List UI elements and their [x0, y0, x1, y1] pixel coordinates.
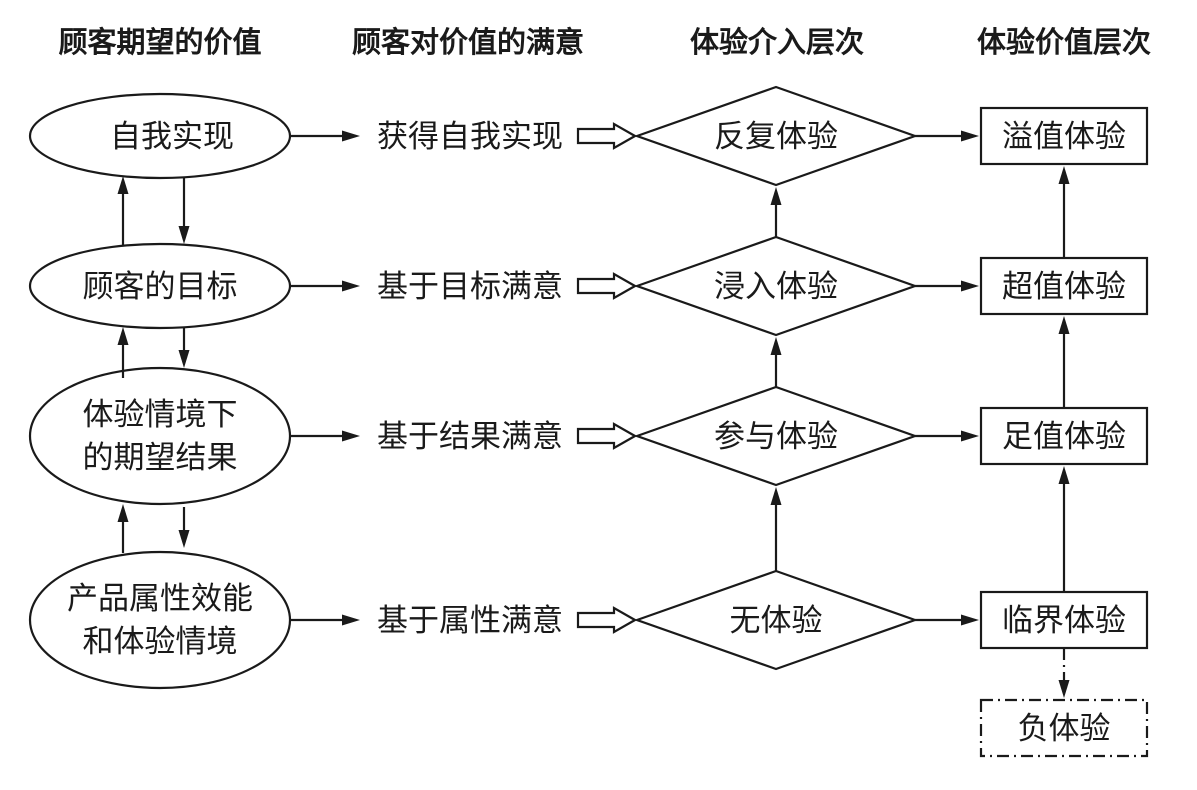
- ellipse-expected-results: [28, 366, 292, 506]
- header-experience-involvement: 体验介入层次: [690, 25, 864, 59]
- box-super-experience: [979, 256, 1149, 316]
- hollow-arrow-row4: [576, 606, 638, 634]
- label-expected-results-line1: 体验情境下: [83, 397, 238, 433]
- arrows-ellipse-2-3: [117, 327, 190, 378]
- arrow-critical-to-negative: [1058, 648, 1070, 698]
- box-critical-experience: [979, 590, 1149, 650]
- label-critical-experience: 临界体验: [1002, 603, 1126, 639]
- label-satisfaction-attribute-based: 基于属性满意: [377, 603, 563, 639]
- arrow-row4-to-value: [915, 614, 979, 626]
- box-overflow-experience: [979, 106, 1149, 166]
- label-expected-results-line2: 的期望结果: [83, 440, 238, 476]
- label-self-actualization: 自我实现: [110, 119, 234, 155]
- arrow-diamond-4-to-3: [770, 487, 782, 571]
- arrow-row3-to-value: [915, 430, 979, 442]
- box-negative-experience: [979, 698, 1149, 758]
- arrow-diamond-3-to-2: [770, 337, 782, 387]
- arrow-row3-to-satisfaction: [290, 430, 360, 442]
- hollow-arrow-row3: [576, 422, 638, 450]
- hollow-arrow-row2: [576, 272, 638, 300]
- label-overflow-experience: 溢值体验: [1002, 119, 1126, 155]
- arrow-row2-to-value: [915, 280, 979, 292]
- header-value-satisfaction: 顾客对价值的满意: [352, 25, 584, 59]
- arrow-row2-to-satisfaction: [290, 280, 360, 292]
- arrow-row4-to-satisfaction: [290, 614, 360, 626]
- arrows-ellipse-1-2: [117, 176, 190, 245]
- arrow-row1-to-satisfaction: [290, 130, 360, 142]
- arrows-ellipse-3-4: [117, 504, 190, 553]
- label-no-experience: 无体验: [730, 603, 823, 639]
- ellipse-attributes: [28, 550, 292, 690]
- label-adequate-experience: 足值体验: [1002, 419, 1126, 455]
- label-repeated-experience: 反复体验: [714, 119, 838, 155]
- arrow-row1-to-value: [915, 130, 979, 142]
- label-super-experience: 超值体验: [1002, 269, 1126, 305]
- label-attributes-line2: 和体验情境: [83, 624, 238, 660]
- label-participatory-experience: 参与体验: [714, 419, 838, 455]
- arrow-value-3-to-2: [1058, 316, 1070, 408]
- label-satisfaction-result-based: 基于结果满意: [377, 419, 563, 455]
- hollow-arrow-row1: [576, 122, 638, 150]
- arrow-value-2-to-1: [1058, 166, 1070, 258]
- label-negative-experience: 负体验: [1018, 711, 1111, 747]
- box-adequate-experience: [979, 406, 1149, 466]
- label-satisfaction-self-actualization: 获得自我实现: [377, 119, 563, 155]
- label-satisfaction-goal-based: 基于目标满意: [377, 269, 563, 305]
- label-immersive-experience: 浸入体验: [714, 269, 838, 305]
- header-expected-value: 顾客期望的价值: [58, 25, 261, 59]
- arrow-diamond-2-to-1: [770, 187, 782, 237]
- label-customer-goals: 顾客的目标: [83, 269, 238, 305]
- header-experience-value-level: 体验价值层次: [977, 25, 1151, 59]
- arrow-value-4-to-3: [1058, 466, 1070, 592]
- label-attributes-line1: 产品属性效能: [67, 581, 253, 617]
